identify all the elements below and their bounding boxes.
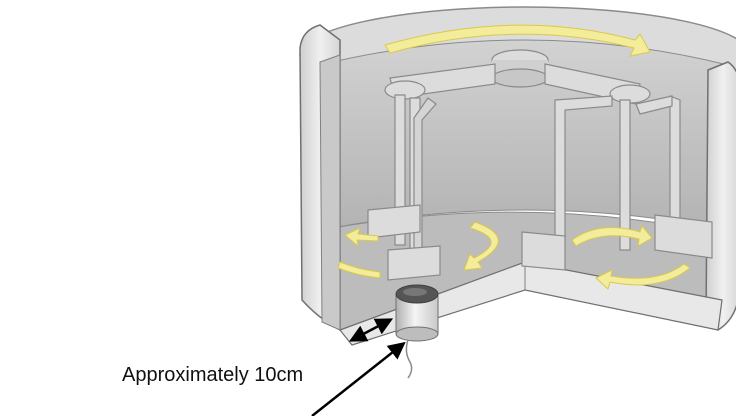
impeller-shaft-right bbox=[619, 99, 631, 251]
impeller-assembly bbox=[367, 49, 713, 281]
paddle-left-front bbox=[387, 245, 441, 281]
rotation-arrow-icon bbox=[384, 24, 651, 57]
tank-wall-left-inner bbox=[319, 54, 341, 331]
rotation-arrow-icon bbox=[595, 263, 691, 290]
motor-icon bbox=[395, 284, 439, 379]
rotation-arrow-icon bbox=[463, 221, 499, 271]
paddle-right-front bbox=[521, 231, 566, 271]
paddle-left-back bbox=[367, 204, 421, 239]
pointer-arrow-icon bbox=[311, 341, 406, 416]
rotation-arrow-icon bbox=[337, 261, 381, 279]
paddle-right-back bbox=[654, 214, 713, 259]
rotation-arrow-icon bbox=[344, 227, 379, 248]
motor-cable bbox=[405, 339, 413, 379]
size-annotation-label: Approximately 10cm bbox=[122, 364, 304, 386]
double-headed-arrow-icon bbox=[348, 318, 394, 342]
tank-wall-right bbox=[705, 61, 736, 331]
rotation-arrow-icon bbox=[571, 224, 653, 247]
flow-arrows bbox=[337, 24, 691, 290]
